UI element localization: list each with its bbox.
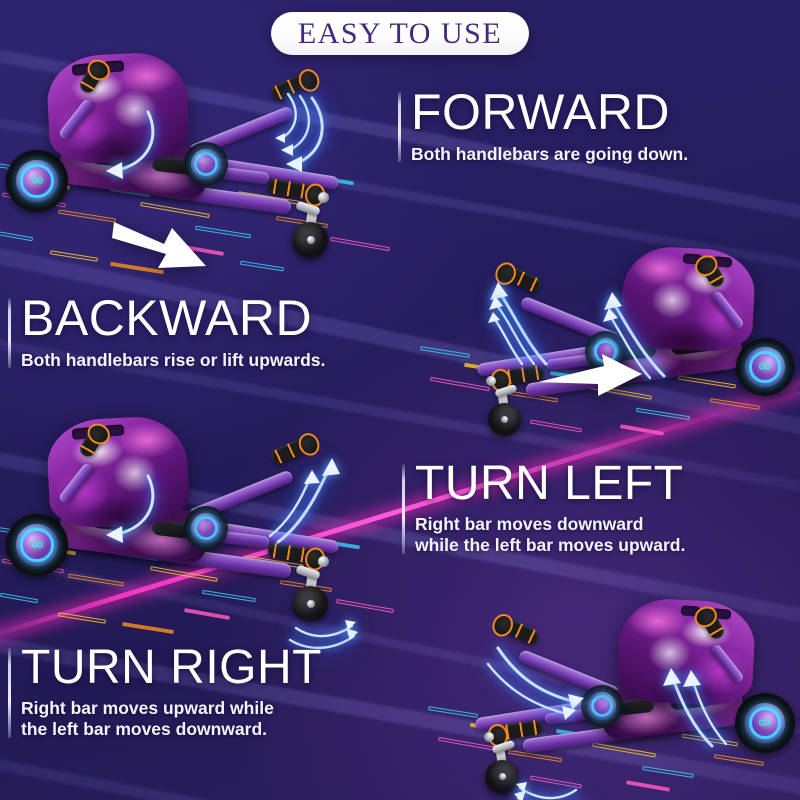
wheel-logo: GO bbox=[31, 176, 43, 186]
heading-turn-right: TURN RIGHT bbox=[21, 641, 322, 694]
panel-text-turn-right: TURN RIGHT Right bar moves upward while … bbox=[8, 641, 322, 741]
heading-backward: BACKWARD bbox=[21, 290, 313, 346]
hoverboard-go-kart-backward: GO bbox=[410, 228, 800, 443]
wheel-logo: GO bbox=[31, 540, 43, 550]
product-image-backward: GO bbox=[410, 228, 800, 443]
hoverboard-go-kart-turn-right: GO bbox=[420, 578, 800, 800]
subtext-turn-left-line1: Right bar moves downward bbox=[415, 514, 644, 535]
product-image-turn-right: GO bbox=[420, 578, 800, 800]
wheel-logo: GO bbox=[759, 362, 771, 372]
subtext-forward: Both handlebars are going down. bbox=[411, 144, 689, 164]
direction-arrow-forward bbox=[110, 208, 210, 278]
panel-text-turn-left: TURN LEFT Right bar moves downward while… bbox=[402, 457, 686, 557]
hoverboard-wheel-front: GO bbox=[6, 150, 68, 212]
subtext-turn-left-line2: while the left bar moves upward. bbox=[415, 535, 686, 556]
title-badge: EASY TO USE bbox=[271, 12, 529, 55]
subtext-turn-right-line1: Right bar moves upward while bbox=[21, 698, 274, 719]
hoverboard-go-kart-turn-left: GO bbox=[0, 392, 400, 632]
direction-arrow-backward bbox=[536, 352, 646, 404]
title-badge-label: EASY TO USE bbox=[297, 16, 503, 50]
hoverboard-go-kart-forward: GO bbox=[0, 28, 400, 278]
subtext-backward: Both handlebars rise or lift upwards. bbox=[21, 350, 326, 370]
panel-text-forward: FORWARD Both handlebars are going down. bbox=[398, 84, 689, 165]
product-image-forward: GO bbox=[0, 28, 400, 278]
subtext-turn-right-line2: the left bar moves downward. bbox=[21, 719, 268, 740]
heading-forward: FORWARD bbox=[411, 84, 671, 140]
panel-text-backward: BACKWARD Both handlebars rise or lift up… bbox=[8, 290, 326, 371]
wheel-logo: GO bbox=[759, 718, 771, 728]
heading-turn-left: TURN LEFT bbox=[415, 457, 684, 510]
product-image-turn-left: GO bbox=[0, 392, 400, 650]
